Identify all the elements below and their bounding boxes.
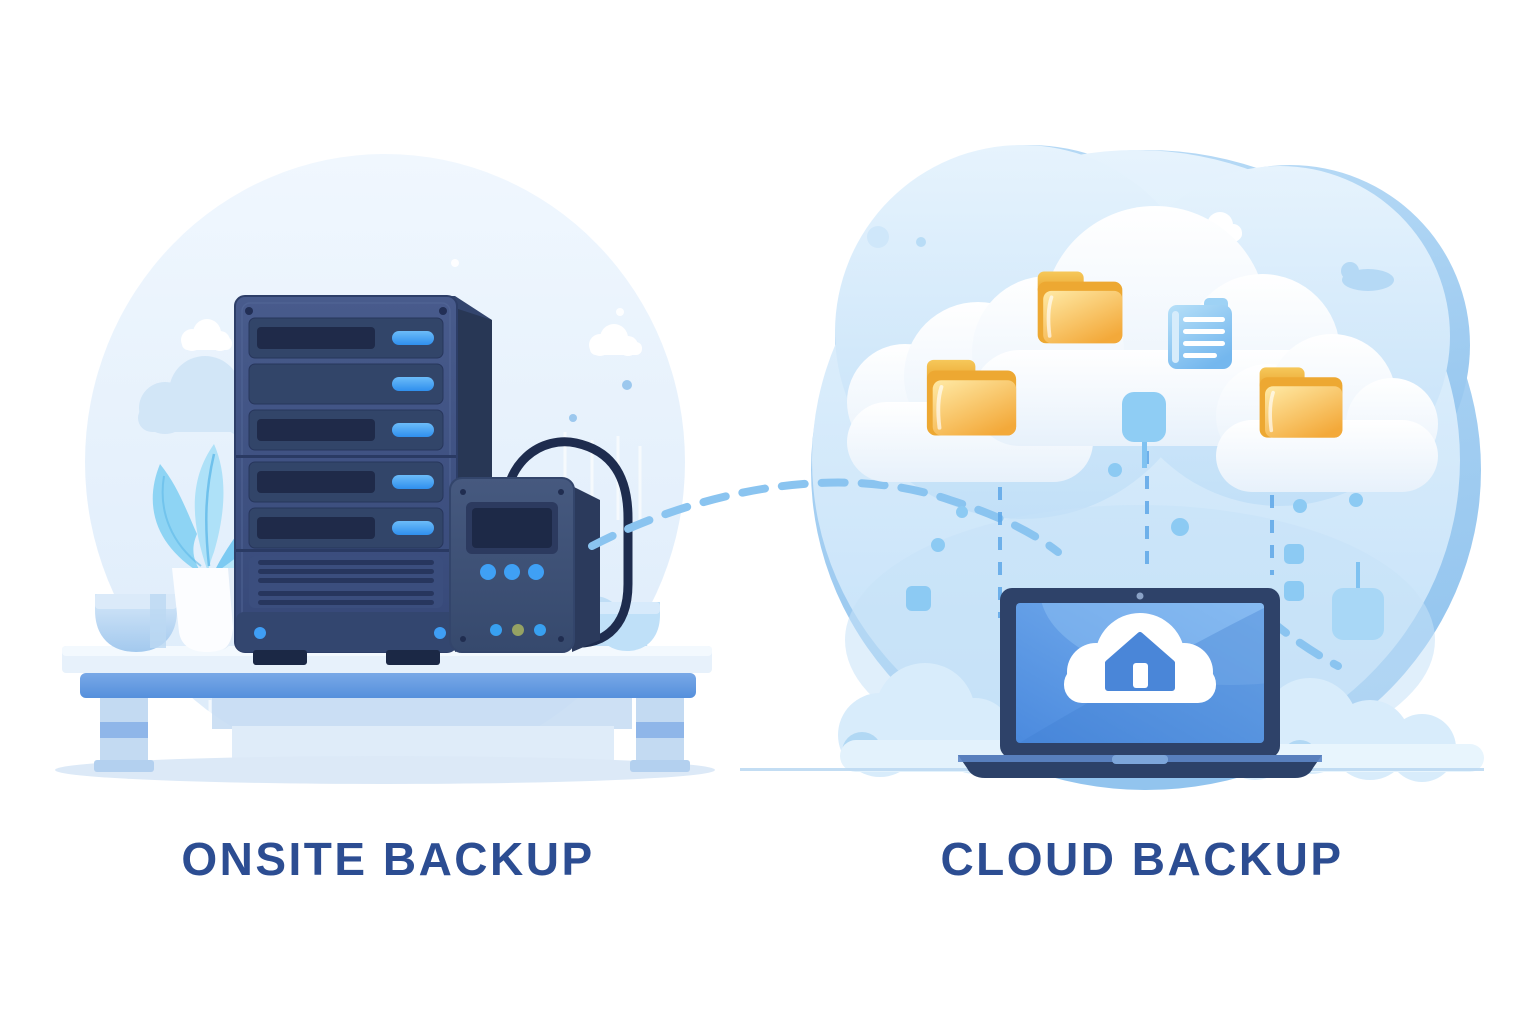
cloud-backup-label: CLOUD BACKUP [940, 833, 1344, 885]
drive-bay [248, 363, 444, 405]
plant-icon [152, 444, 269, 652]
external-drive-icon [449, 437, 633, 653]
onsite-backup-label: ONSITE BACKUP [181, 833, 595, 885]
vent-grille [249, 556, 443, 608]
mini-cloud-icon [589, 324, 642, 356]
onsite-scene [55, 154, 715, 784]
cable [499, 437, 633, 648]
mini-cloud-icon [181, 319, 232, 351]
cloud-scene [588, 145, 1484, 790]
webcam-dot [1136, 592, 1144, 600]
table-shadow [55, 756, 715, 784]
plant-pot [172, 568, 242, 652]
folder-icon [1257, 365, 1345, 440]
folder-icon [924, 357, 1019, 438]
drive-bay [248, 507, 444, 549]
connector-node [1122, 392, 1166, 468]
drive-bay [248, 409, 444, 451]
drive-bay [248, 317, 444, 359]
folder-icon [1035, 269, 1125, 346]
status-leds [480, 564, 546, 636]
document-icon [1168, 298, 1232, 369]
table [55, 646, 715, 784]
laptop-icon [958, 588, 1322, 778]
drive-bay [248, 461, 444, 503]
bowl-icon [95, 594, 177, 652]
cloud-home-icon [1064, 613, 1216, 703]
table-apron [80, 673, 696, 698]
